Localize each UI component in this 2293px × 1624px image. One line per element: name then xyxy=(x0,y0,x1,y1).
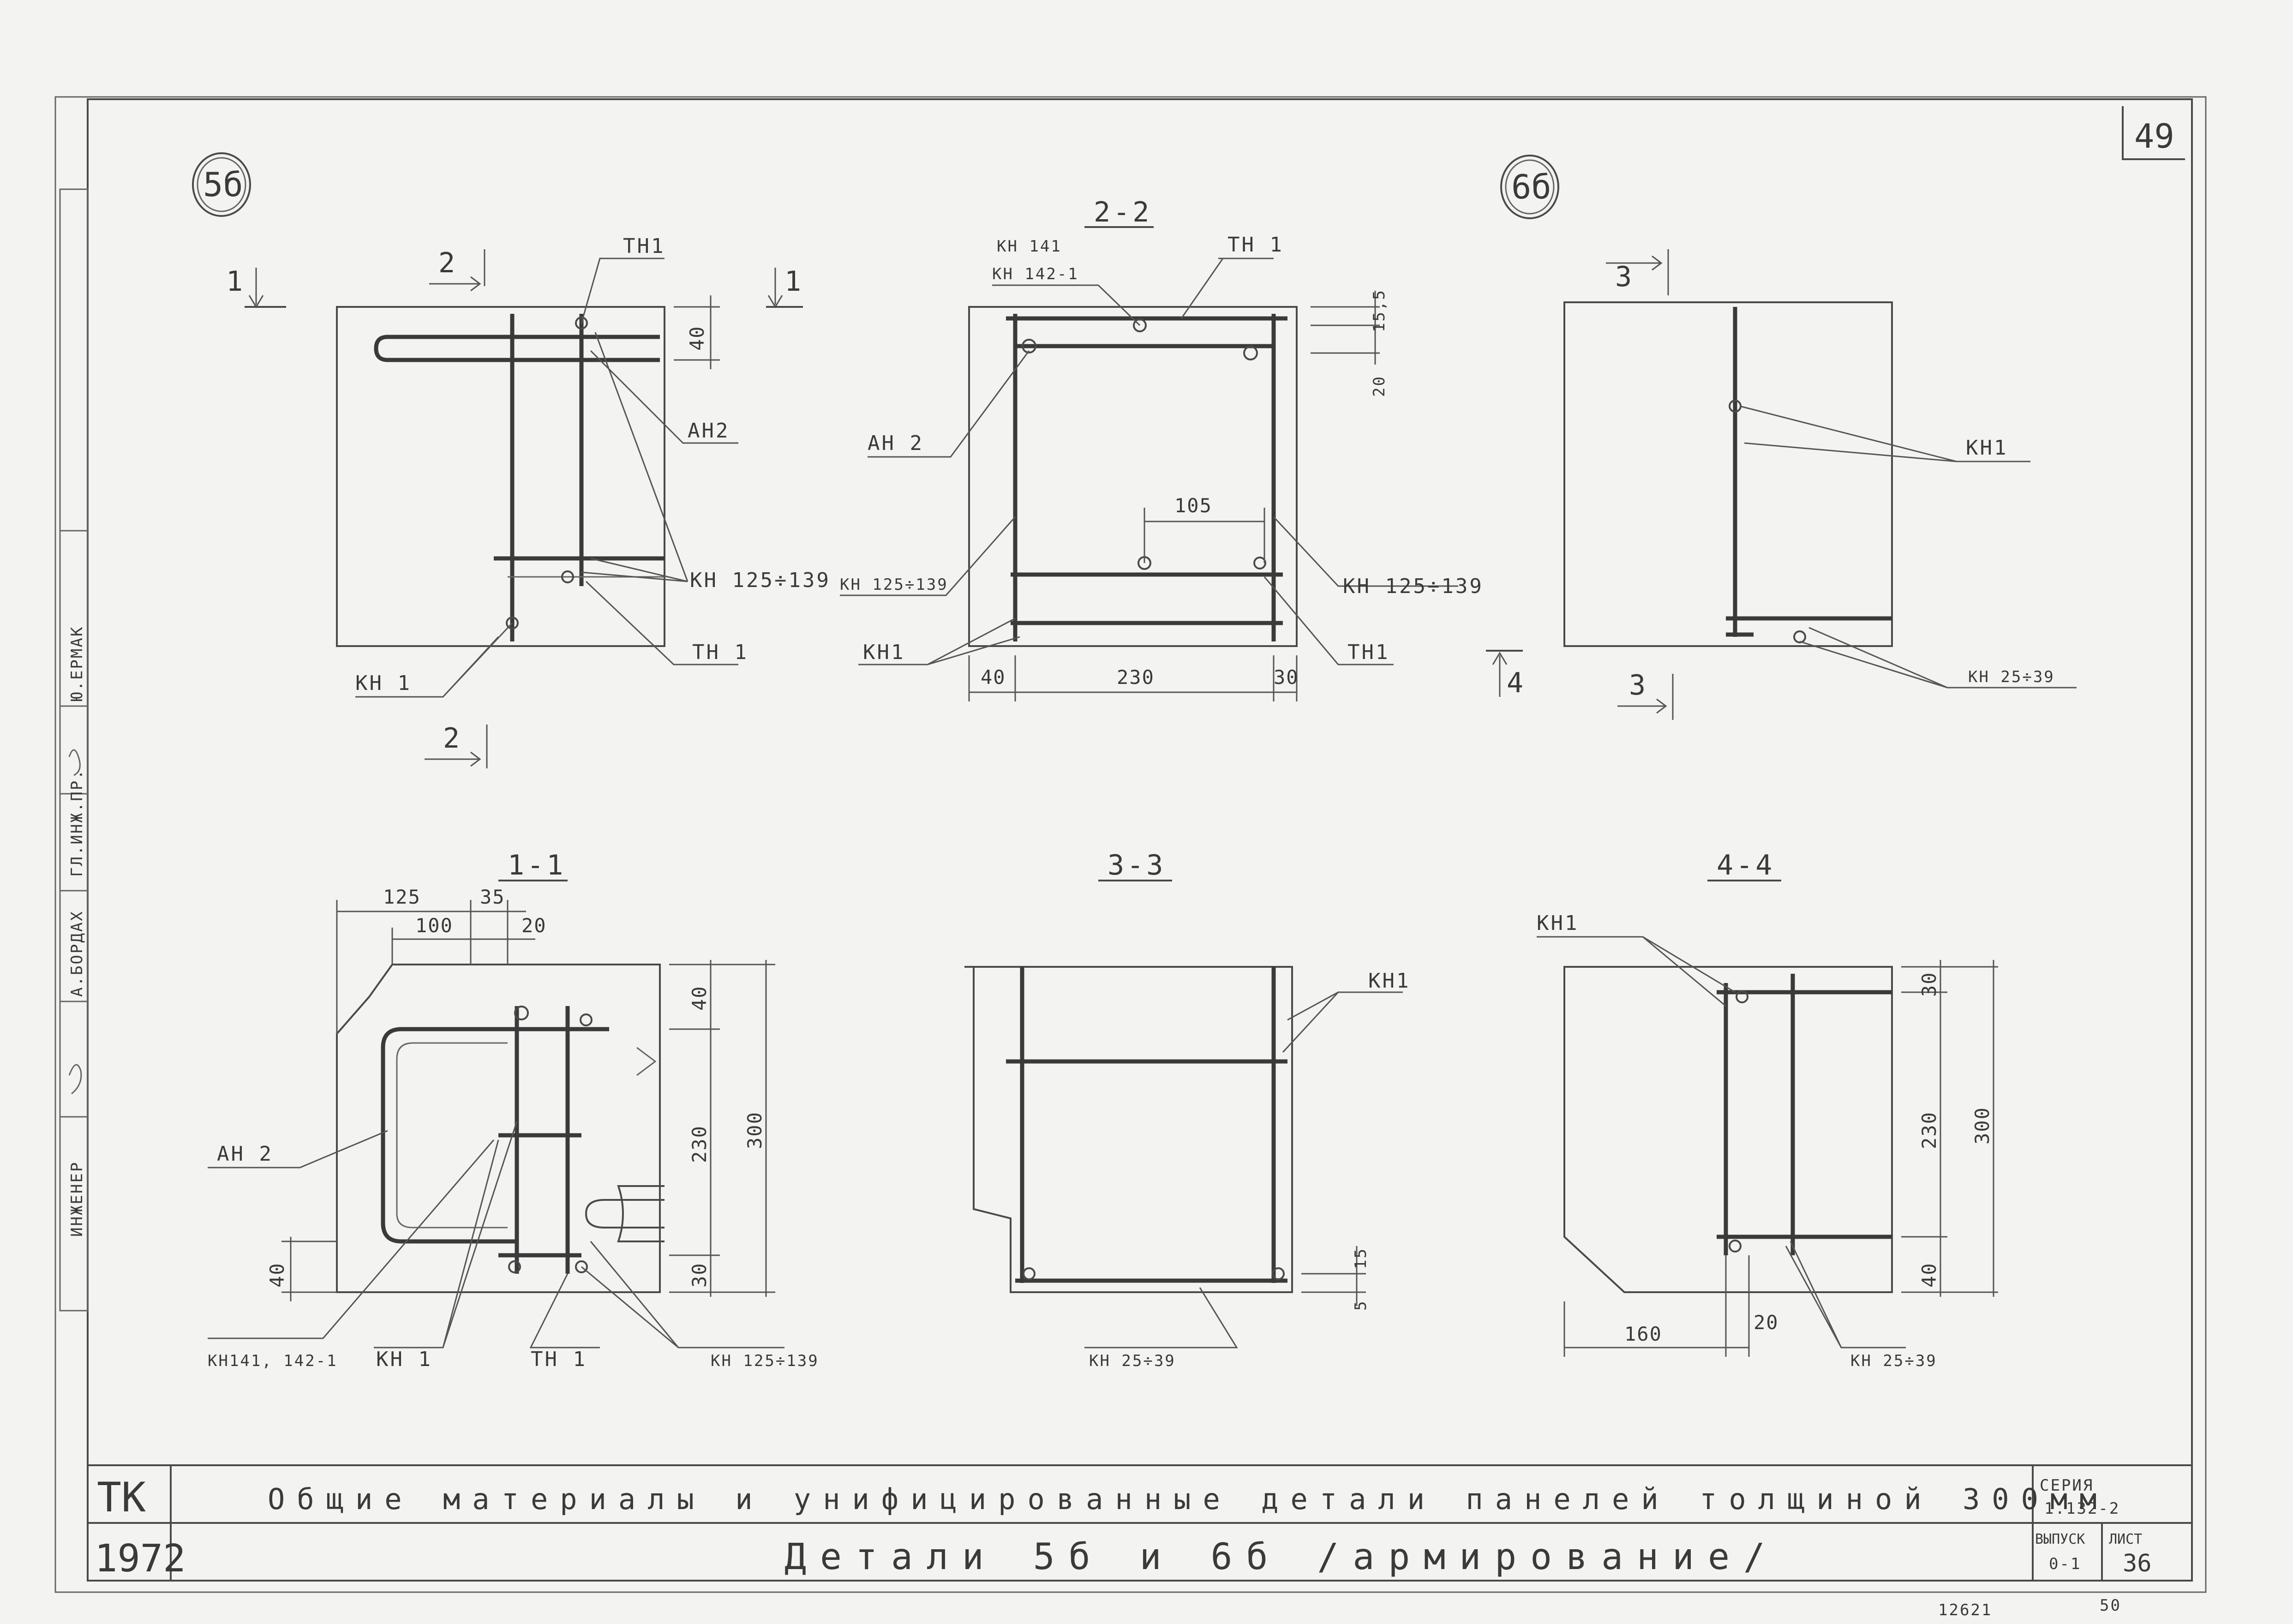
label-kn1-6b: КН1 xyxy=(1966,436,2008,460)
signature-mark xyxy=(68,1064,82,1095)
label-kn1-1-1: КН 1 xyxy=(376,1348,432,1371)
view-2-2: 2-2 КН 141 КН 142-1 ТН 1 АН 2 КН 125÷139… xyxy=(840,196,1526,701)
section-mark-2-bottom: 2 xyxy=(443,722,462,755)
label-kn125-139-a: КН 125÷139 xyxy=(690,569,831,592)
dim-160: 160 xyxy=(1624,1323,1662,1345)
section-mark-3-top: 3 xyxy=(1615,261,1634,293)
view-4-4: 4-4 КН1 КН 25÷39 160 20 30 230 40 300 xyxy=(1537,849,1998,1370)
view-5b: ТН1 АН2 КН 125÷139 ТН 1 КН 1 40 1 1 2 2 xyxy=(226,234,831,768)
dim-125: 125 xyxy=(383,886,421,908)
series-value: 1.132-2 xyxy=(2044,1499,2120,1518)
sheet-value: 36 xyxy=(2123,1550,2152,1577)
label-kn25-39-6b: КН 25÷39 xyxy=(1968,668,2055,686)
label-kn125-139-c: КН 125÷139 xyxy=(1343,575,1484,598)
label-kn141: КН 141 xyxy=(997,237,1062,256)
dim-20-2-2: 20 xyxy=(1370,375,1389,397)
signature-mark xyxy=(68,749,81,776)
page-number: 49 xyxy=(2134,117,2174,156)
section-title-3-3: 3-3 xyxy=(1108,849,1166,881)
section-mark-1-left: 1 xyxy=(226,265,245,298)
stamp-engineer: ИНЖЕНЕР xyxy=(68,1161,86,1237)
label-kn142: КН 142-1 xyxy=(992,265,1079,283)
label-kn25-39-3-3: КН 25÷39 xyxy=(1089,1352,1176,1370)
dim-230-1-1: 230 xyxy=(688,1125,711,1163)
section-mark-1-right: 1 xyxy=(784,265,804,298)
page-number-box: 49 xyxy=(2122,106,2185,160)
label-an2-2-2: АН 2 xyxy=(868,431,924,455)
title-line-1: Общие материалы и унифицированные детали… xyxy=(268,1482,2109,1516)
dim-300-4-4: 300 xyxy=(1971,1107,1994,1145)
dim-20-1-1: 20 xyxy=(521,914,547,937)
label-kn1-4-4: КН1 xyxy=(1537,911,1579,935)
dim-230-4-4: 230 xyxy=(1918,1111,1940,1149)
label-kn25-39-4-4: КН 25÷39 xyxy=(1850,1352,1937,1370)
org-code: ТК xyxy=(97,1474,146,1521)
dim-15: 15 xyxy=(1352,1247,1370,1269)
dim-40-1-1-left: 40 xyxy=(266,1262,288,1288)
bottom-number: 50 xyxy=(2100,1596,2121,1615)
detail-marker-5b: 5б xyxy=(192,152,251,217)
view-1-1: 1-1 АН 2 КН141, 142-1 КН 1 ТН 1 КН 125÷1… xyxy=(208,849,819,1371)
archive-number: 12621 xyxy=(1938,1601,1992,1619)
dim-15-5: 15,5 xyxy=(1370,289,1389,332)
label-kn125-139-d: КН 125÷139 xyxy=(711,1352,819,1370)
label-tn1-1-1: ТН 1 xyxy=(531,1348,587,1371)
dim-105: 105 xyxy=(1174,494,1212,517)
dim-100: 100 xyxy=(415,914,453,937)
dim-300-1-1: 300 xyxy=(743,1111,766,1149)
section-title-2-2: 2-2 xyxy=(1094,196,1152,228)
view-3-3: 3-3 КН1 КН 25÷39 15 5 xyxy=(964,849,1410,1370)
title-block: ТК 1972 Общие материалы и унифицированны… xyxy=(95,1474,2152,1581)
stamp-yuerman: Ю.ЕРМАК xyxy=(68,626,86,701)
dim-30-4-4: 30 xyxy=(1918,971,1940,997)
label-kn1-3-3: КН1 xyxy=(1368,969,1410,993)
label-tn1: ТН1 xyxy=(623,234,665,258)
series-label: СЕРИЯ xyxy=(2040,1476,2094,1495)
label-kn1-b: КН1 xyxy=(863,641,905,664)
label-kn1-a: КН 1 xyxy=(355,671,412,695)
section-title-1-1: 1-1 xyxy=(508,849,566,881)
label-an2: АН2 xyxy=(688,419,730,443)
section-mark-2-top: 2 xyxy=(438,247,458,279)
dim-40-1-1-right: 40 xyxy=(688,985,711,1011)
section-title-4-4: 4-4 xyxy=(1717,849,1775,881)
dim-230-2-2: 230 xyxy=(1117,666,1155,689)
stamp-bordakh: А.БОРДАХ xyxy=(68,910,86,997)
dim-40-2-2: 40 xyxy=(981,666,1006,689)
view-6b: КН1 КН 25÷39 3 3 xyxy=(1563,249,2077,720)
label-kn141-142: КН141, 142-1 xyxy=(208,1352,338,1370)
section-mark-3-bottom: 3 xyxy=(1629,669,1648,701)
section-mark-4: 4 xyxy=(1507,667,1526,699)
detail-6b-label: 6б xyxy=(1511,168,1551,206)
label-tn1-2-2-b: ТН1 xyxy=(1347,641,1389,664)
left-stamp: Ю.ЕРМАК ГЛ.ИНЖ.ПР. А.БОРДАХ ИНЖЕНЕР xyxy=(59,188,89,1312)
dim-40-4-4: 40 xyxy=(1918,1262,1940,1288)
year: 1972 xyxy=(95,1537,186,1581)
dim-35: 35 xyxy=(480,886,505,908)
issue-label: ВЫПУСК xyxy=(2035,1531,2085,1547)
detail-marker-6b: 6б xyxy=(1500,155,1559,219)
dim-40-5b: 40 xyxy=(686,325,708,351)
label-an2-1-1: АН 2 xyxy=(217,1142,273,1166)
detail-5b-label: 5б xyxy=(203,165,243,204)
title-line-2: Детали 5б и 6б /армирование/ xyxy=(784,1536,1779,1578)
issue-value: 0-1 xyxy=(2049,1555,2081,1573)
dim-30-1-1: 30 xyxy=(688,1262,711,1288)
sheet-label: ЛИСТ xyxy=(2109,1531,2142,1547)
dim-5: 5 xyxy=(1352,1300,1370,1311)
sheet-frame xyxy=(54,96,2207,1593)
dim-30-2-2: 30 xyxy=(1274,666,1299,689)
label-tn1-bottom: ТН 1 xyxy=(692,641,748,664)
label-kn125-139-b: КН 125÷139 xyxy=(840,575,948,594)
label-tn1-2-2: ТН 1 xyxy=(1227,233,1284,257)
stamp-gl-eng: ГЛ.ИНЖ.ПР. xyxy=(68,768,86,877)
dim-20-4-4: 20 xyxy=(1754,1311,1779,1334)
